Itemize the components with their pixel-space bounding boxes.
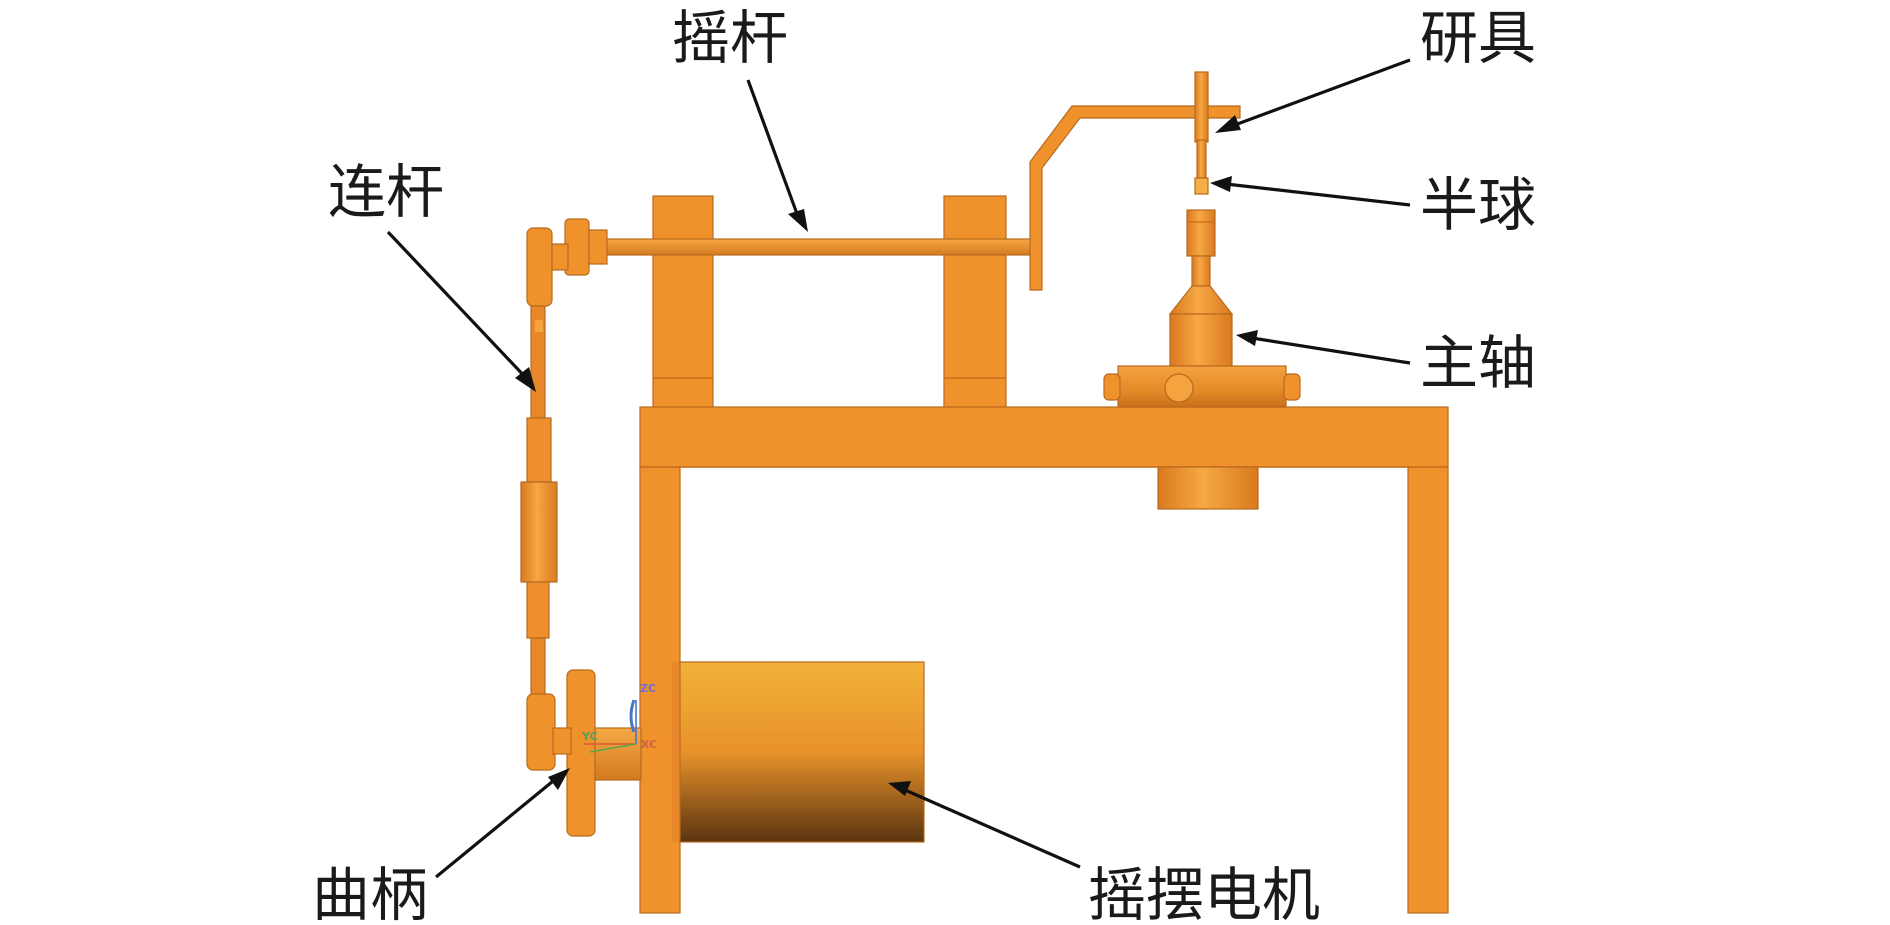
rocker-end-collar [588, 229, 608, 265]
frame-top-beam [639, 406, 1449, 468]
rocker-arm [1029, 105, 1241, 291]
crank [552, 669, 642, 837]
leader-lines [386, 58, 1411, 879]
right-support [943, 195, 1007, 408]
hemisphere-leader [1210, 176, 1411, 207]
frame-right-leg [1407, 466, 1449, 914]
spindle-cone [1168, 285, 1234, 315]
crank-hub [594, 727, 642, 781]
hemisphere-label: 半球 [1420, 171, 1536, 239]
lapping-tool-leader [1215, 58, 1411, 133]
lapping-tool-label: 研具 [1420, 4, 1536, 72]
rod-sleeve [520, 481, 558, 583]
hemisphere-body [1194, 177, 1209, 195]
lapping-tool-lower-stem [1196, 139, 1207, 179]
motor-body [679, 661, 925, 843]
spindle-bottom-housing [1157, 466, 1259, 510]
hemisphere [1194, 177, 1209, 195]
rod-top-pin [551, 243, 569, 271]
crank-blue-mark [629, 699, 636, 733]
yc-axis-label: YC [581, 730, 598, 743]
lapping-tool [1194, 71, 1209, 179]
spindle-label: 主轴 [1420, 329, 1536, 397]
spindle-front-knob [1164, 373, 1194, 403]
connecting-rod-label: 连杆 [328, 158, 444, 226]
rod-upper-tab [535, 320, 543, 332]
crank-label: 曲柄 [312, 861, 428, 925]
rocker-shaft [574, 238, 1041, 256]
rod-lower-bar [526, 581, 550, 639]
component-labels: 摇杆 研具 连杆 半球 主轴 曲柄 摇摆电机 [312, 4, 1536, 925]
spindle-right-knob [1283, 373, 1301, 401]
rocker-label: 摇杆 [672, 4, 788, 72]
spindle-leader [1236, 330, 1411, 365]
swing-motor-label: 摇摆电机 [1088, 861, 1320, 925]
crank-leader [434, 768, 570, 879]
spindle-thin-section [1191, 255, 1211, 287]
rocker-leader [746, 79, 808, 232]
left-support [652, 195, 714, 408]
motor-mount-plate [672, 662, 680, 842]
rod-bottom-bar [530, 637, 546, 699]
crank-pin [552, 727, 572, 755]
lapping-tool-upper-stem [1194, 71, 1209, 143]
zc-axis-label: ZC [640, 682, 656, 695]
spindle-body [1169, 313, 1233, 367]
spindle [1103, 209, 1301, 510]
spindle-neck [1186, 209, 1216, 257]
connecting-rod-leader [386, 230, 536, 392]
spindle-left-knob [1103, 373, 1121, 401]
spindle-flange [1117, 365, 1287, 408]
rocker-supports [652, 195, 1007, 408]
rod-bottom-eye [526, 693, 556, 771]
swing-motor [672, 661, 925, 843]
xc-axis-label: XC [641, 738, 657, 751]
coordinate-axes: ZC XC YC [581, 682, 657, 753]
rod-top-eye [526, 227, 553, 307]
swing-motor-leader [888, 781, 1081, 869]
rod-middle-bar [526, 417, 552, 483]
connecting-rod [520, 227, 569, 771]
frame [639, 406, 1449, 914]
